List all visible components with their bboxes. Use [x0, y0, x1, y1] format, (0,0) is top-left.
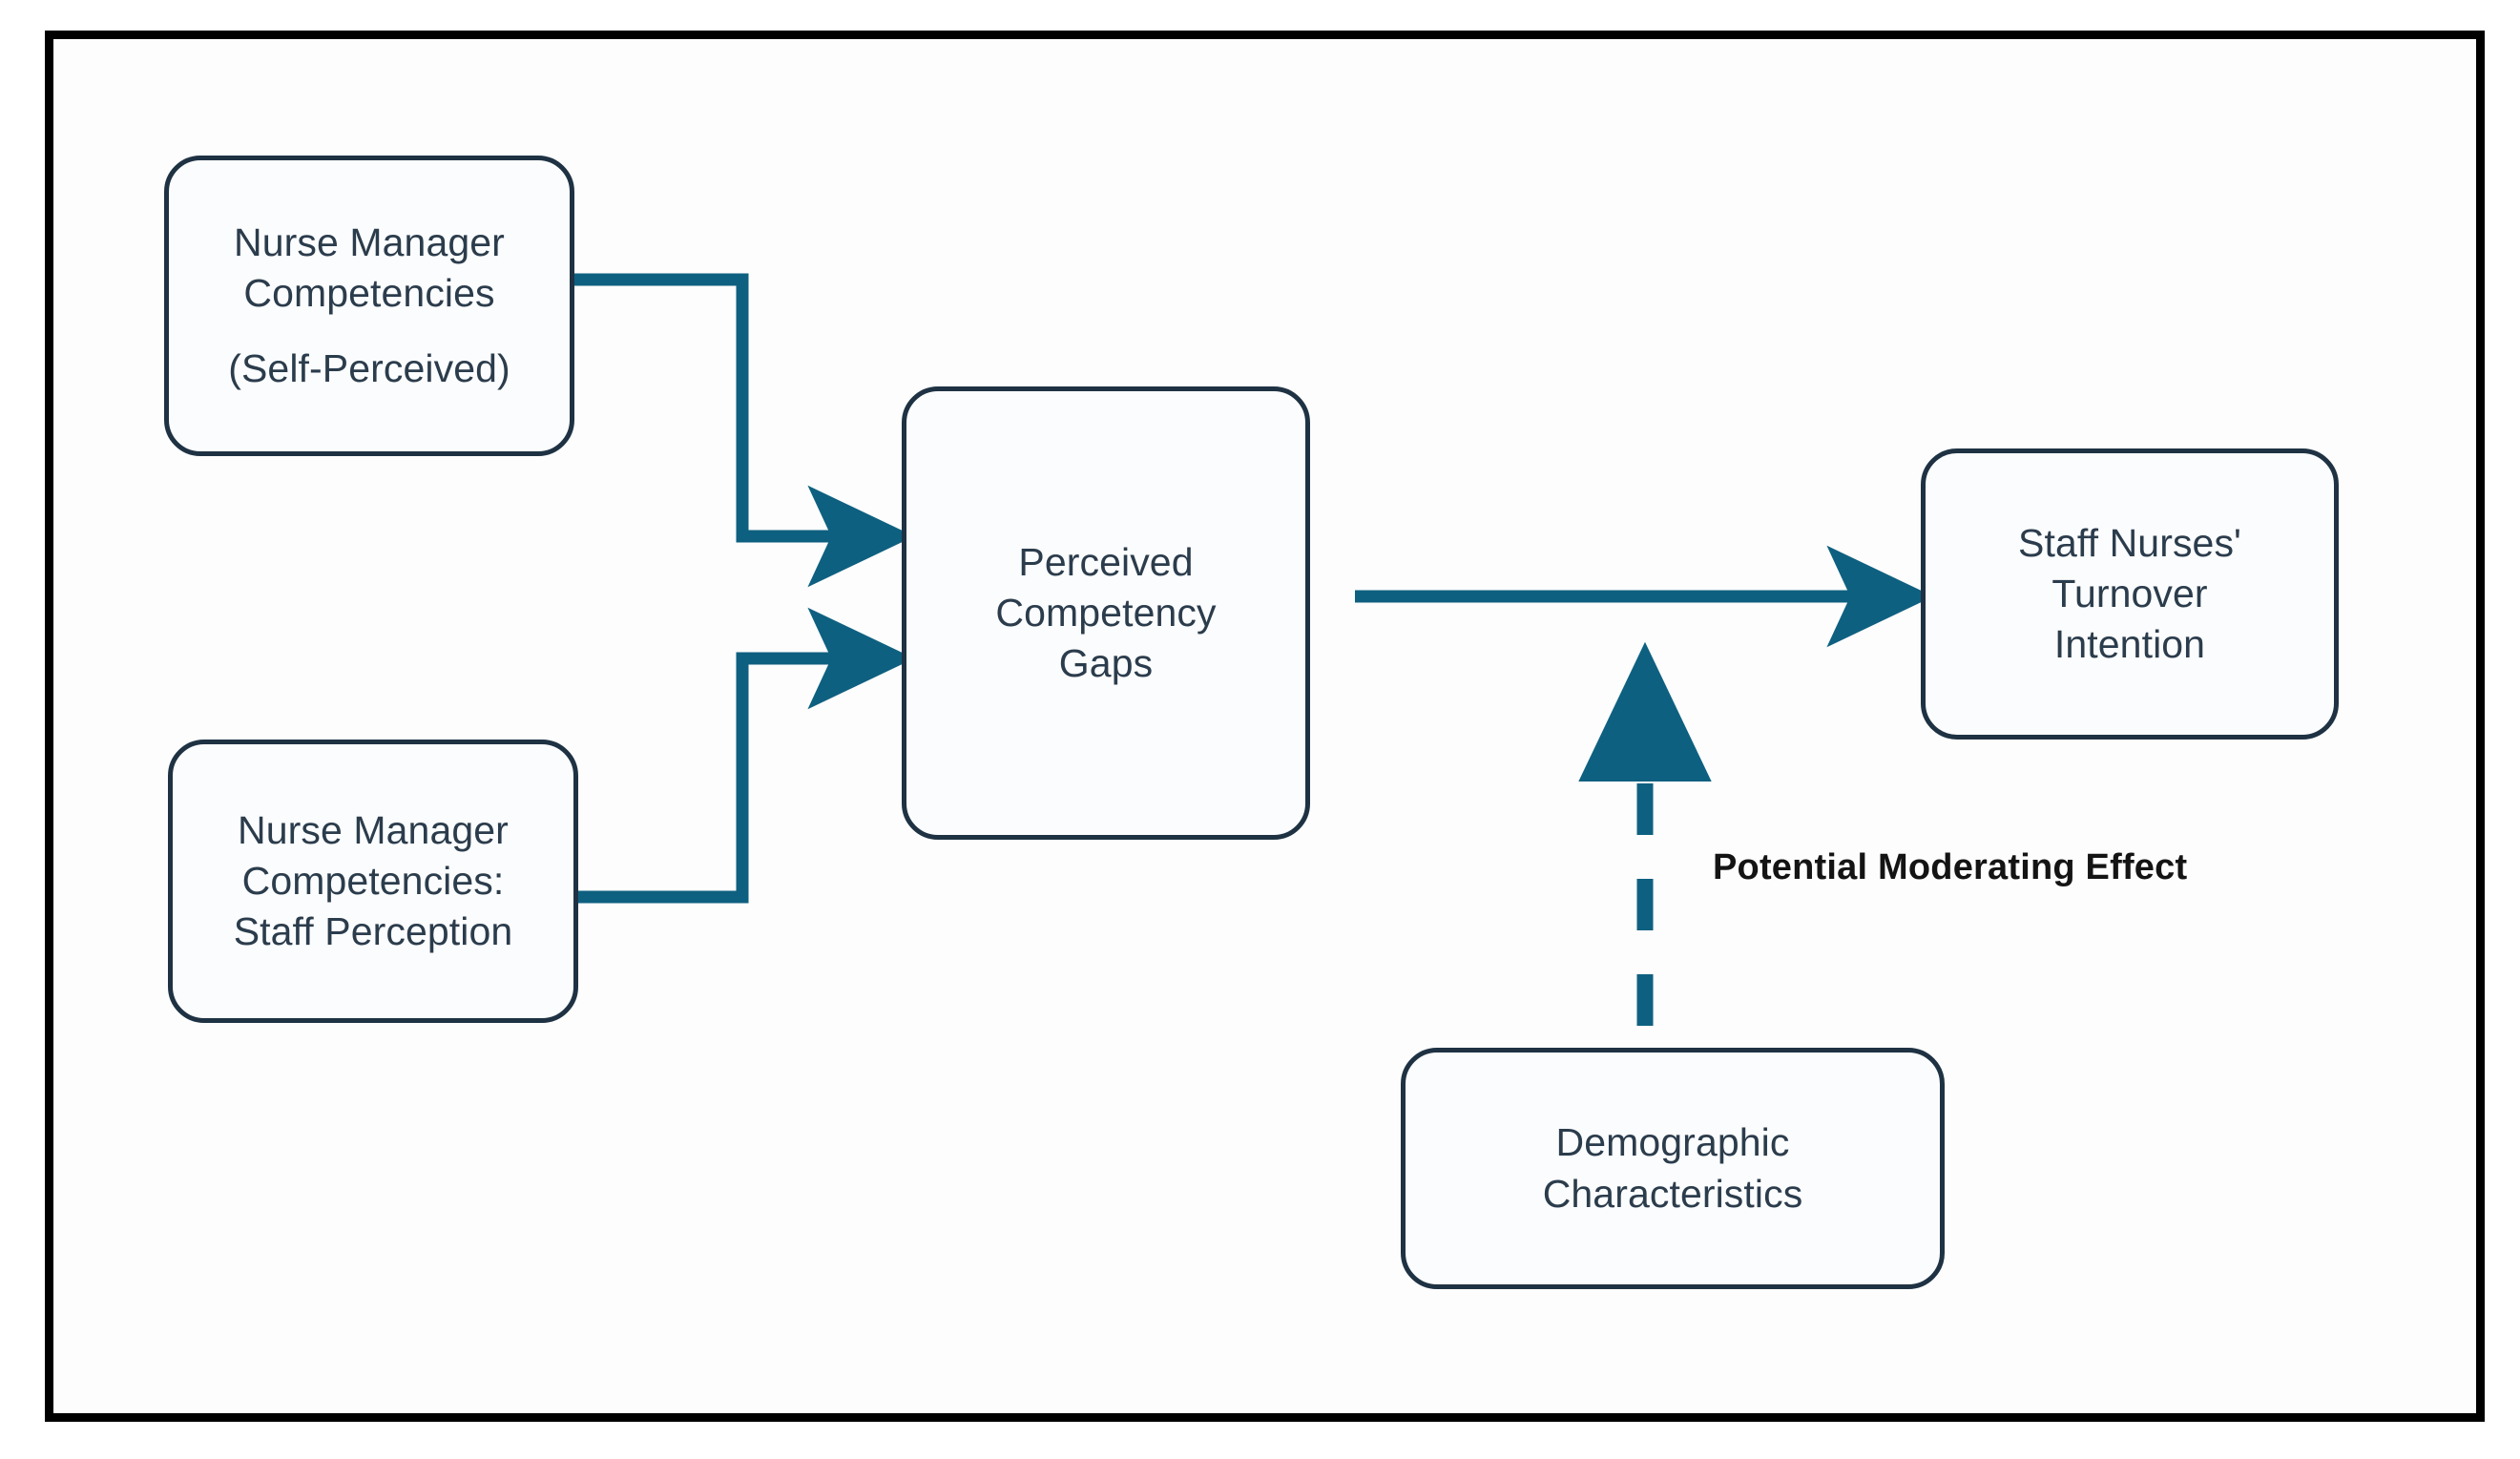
moderating-effect-label: Potential Moderating Effect [1713, 847, 2188, 887]
node-perceived-competency-gaps[interactable]: Perceived Competency Gaps [902, 386, 1310, 840]
node-line: Competencies: [241, 858, 505, 903]
node-line: Competency [995, 590, 1217, 635]
node-line: Characteristics [1542, 1171, 1803, 1216]
node-nurse-manager-competencies-self-perceived[interactable]: Nurse Manager Competencies (Self-Perceiv… [164, 156, 574, 456]
node-line: Nurse Manager [234, 219, 505, 264]
node-line: Nurse Manager [238, 807, 509, 852]
node-demographic-characteristics[interactable]: Demographic Characteristics [1401, 1048, 1945, 1289]
node-line: Intention [2053, 622, 2206, 667]
node-line: (Self-Perceived) [228, 346, 510, 391]
node-line: Perceived [1018, 539, 1194, 584]
node-line: Turnover [2051, 571, 2208, 615]
node-line: Competencies [243, 270, 495, 315]
node-line: Gaps [1058, 641, 1154, 686]
node-line: Staff Perception [233, 909, 513, 954]
node-nurse-manager-competencies-staff-perception[interactable]: Nurse Manager Competencies: Staff Percep… [168, 740, 578, 1023]
node-line: Demographic [1555, 1120, 1790, 1165]
node-line: Staff Nurses' [2018, 520, 2241, 565]
node-staff-nurses-turnover-intention[interactable]: Staff Nurses' Turnover Intention [1921, 448, 2339, 740]
